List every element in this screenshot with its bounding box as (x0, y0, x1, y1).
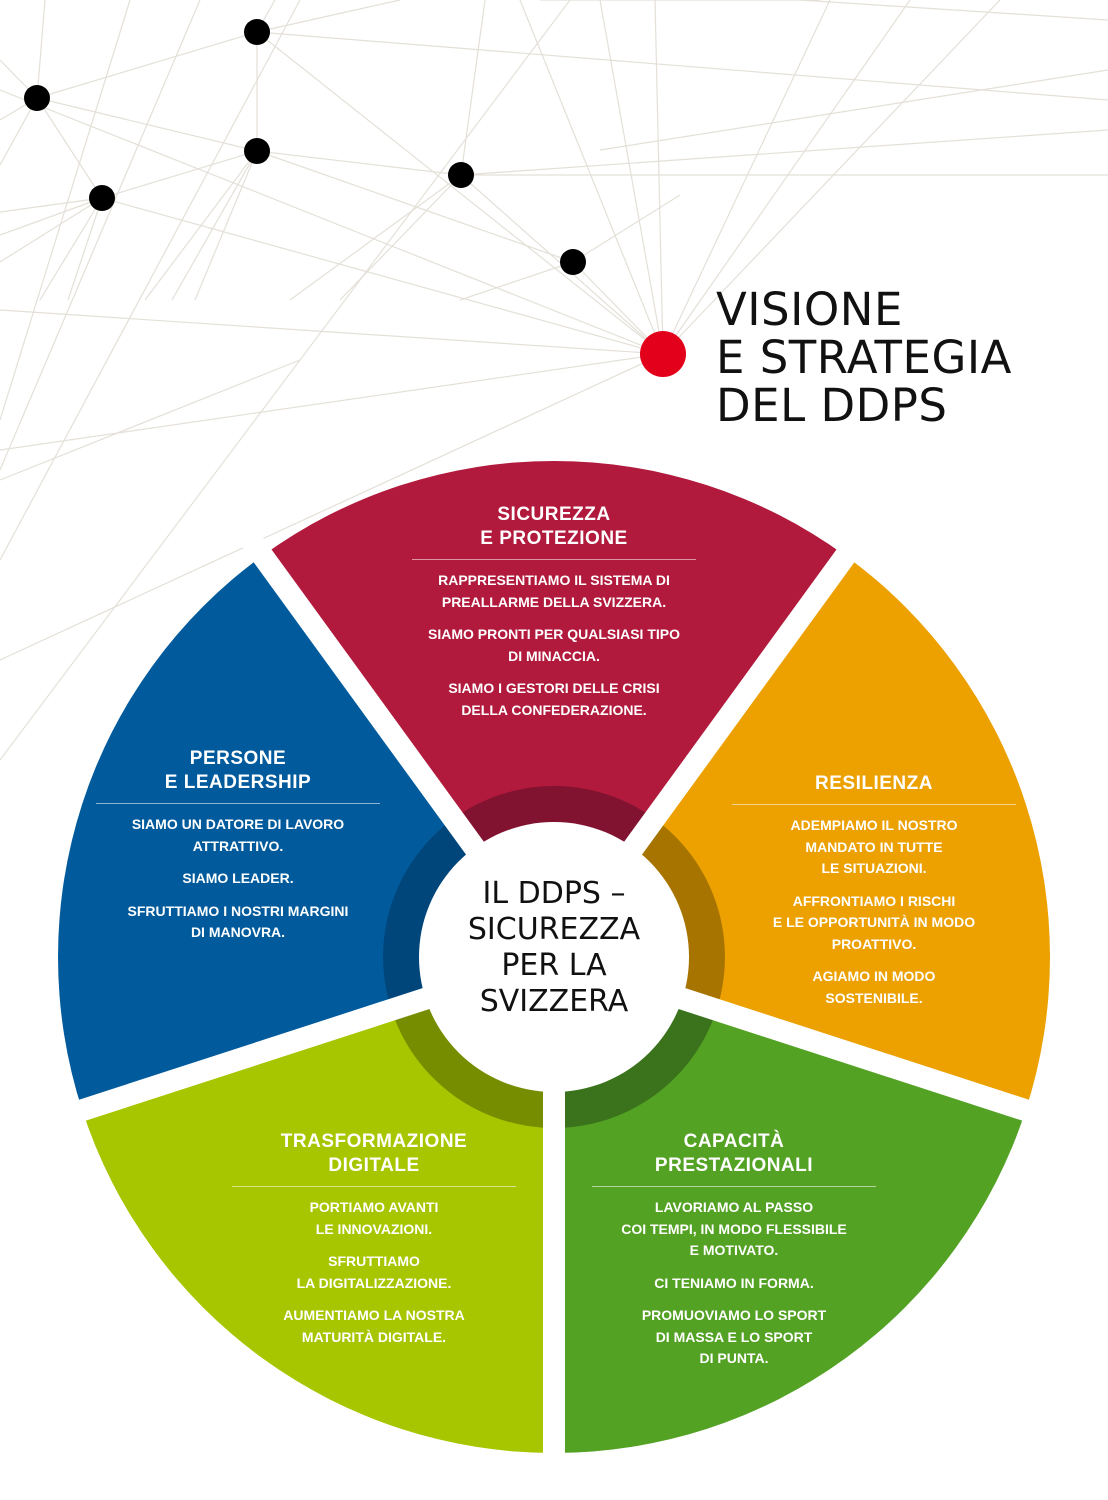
segment-statement: LAVORIAMO AL PASSO COI TEMPI, IN MODO FL… (592, 1197, 876, 1262)
node-dot (24, 85, 50, 111)
statement-line: SFRUTTIAMO (328, 1253, 420, 1269)
pie-chart (31, 461, 1077, 1500)
heading-line: PERSONE (189, 748, 287, 769)
segment-statement: SIAMO I GESTORI DELLE CRISI DELLA CONFED… (412, 678, 696, 721)
node-dot (244, 19, 270, 45)
segment-statement: SIAMO UN DATORE DI LAVORO ATTRATTIVO. (96, 814, 380, 857)
text-persone: PERSONE E LEADERSHIP SIAMO UN DATORE DI … (96, 747, 380, 955)
title-line: E STRATEGIA (716, 331, 1012, 384)
segment-statement: PROMUOVIAMO LO SPORT DI MASSA E LO SPORT… (592, 1305, 876, 1370)
heading-line: CAPACITÀ (683, 1131, 785, 1152)
node-dot (244, 138, 270, 164)
heading-line: E PROTEZIONE (480, 528, 628, 549)
segment-sicurezza (262, 461, 846, 957)
title-line: VISIONE (716, 283, 903, 336)
statement-line: AGIAMO IN MODO (812, 968, 936, 984)
segment-heading: CAPACITÀ PRESTAZIONALI (592, 1130, 876, 1178)
divider (732, 804, 1016, 805)
statement-line: PORTIAMO AVANTI (309, 1199, 439, 1215)
center-hub (419, 822, 689, 1092)
center-line: IL DDPS – (482, 876, 626, 911)
segment-statement: AGIAMO IN MODO SOSTENIBILE. (732, 966, 1016, 1009)
text-trasformazione: TRASFORMAZIONE DIGITALE PORTIAMO AVANTI … (232, 1130, 516, 1359)
heading-line: E LEADERSHIP (164, 772, 312, 793)
network-lines (0, 0, 1108, 761)
segment-statement: SFRUTTIAMO LA DIGITALIZZAZIONE. (232, 1251, 516, 1294)
text-resilienza: RESILIENZA ADEMPIAMO IL NOSTRO MANDATO I… (732, 772, 1016, 1020)
segment-statement: AFFRONTIAMO I RISCHI E LE OPPORTUNITÀ IN… (732, 891, 1016, 956)
title-line: DEL DDPS (716, 379, 948, 432)
center-label: IL DDPS – SICUREZZA PER LA SVIZZERA (419, 876, 689, 1020)
heading-line: SICUREZZA (497, 504, 611, 525)
statement-line: LE SITUAZIONI. (821, 860, 927, 876)
statement-line: SIAMO LEADER. (182, 870, 294, 886)
node-dot (89, 185, 115, 211)
statement-line: ADEMPIAMO IL NOSTRO (790, 817, 958, 833)
statement-line: PREALLARME DELLA SVIZZERA. (441, 593, 667, 610)
statement-line: DI MASSA E LO SPORT (655, 1328, 813, 1345)
text-sicurezza: SICUREZZA E PROTEZIONE RAPPRESENTIAMO IL… (412, 503, 696, 732)
page-title: VISIONE E STRATEGIA DEL DDPS (716, 286, 1012, 430)
statement-line: DI MINACCIA. (508, 647, 600, 664)
statement-line: SIAMO PRONTI PER QUALSIASI TIPO (427, 626, 681, 642)
heading-line: DIGITALE (328, 1155, 420, 1176)
statement-line: LAVORIAMO AL PASSO (654, 1199, 814, 1215)
statement-line: DI PUNTA. (699, 1350, 769, 1366)
segment-heading: PERSONE E LEADERSHIP (96, 747, 380, 795)
segment-heading: TRASFORMAZIONE DIGITALE (232, 1130, 516, 1178)
statement-line: MATURITÀ DIGITALE. (301, 1328, 447, 1345)
center-line: PER LA (501, 948, 607, 983)
statement-line: MANDATO IN TUTTE (805, 838, 943, 855)
statement-line: SIAMO UN DATORE DI LAVORO (131, 816, 345, 832)
segment-statement: PORTIAMO AVANTI LE INNOVAZIONI. (232, 1197, 516, 1240)
heading-line: PRESTAZIONALI (654, 1155, 814, 1176)
statement-line: SIAMO I GESTORI DELLE CRISI (448, 680, 660, 696)
segment-statement: RAPPRESENTIAMO IL SISTEMA DI PREALLARME … (412, 570, 696, 613)
statement-line: CI TENIAMO IN FORMA. (654, 1274, 814, 1291)
segment-statement: SIAMO LEADER. (96, 868, 380, 890)
segment-statement: CI TENIAMO IN FORMA. (592, 1273, 876, 1295)
center-line: SVIZZERA (479, 984, 629, 1019)
statement-line: LA DIGITALIZZAZIONE. (296, 1274, 452, 1291)
divider (412, 559, 696, 560)
statement-line: E MOTIVATO. (689, 1242, 779, 1258)
segment-statement: SIAMO PRONTI PER QUALSIASI TIPO DI MINAC… (412, 624, 696, 667)
heading-line: RESILIENZA (815, 773, 933, 794)
statement-line: COI TEMPI, IN MODO FLESSIBILE (621, 1220, 847, 1237)
statement-line: SOSTENIBILE. (825, 989, 923, 1006)
node-dot (448, 162, 474, 188)
center-line: SICUREZZA (467, 912, 641, 947)
segment-heading: SICUREZZA E PROTEZIONE (412, 503, 696, 551)
statement-line: PROMUOVIAMO LO SPORT (641, 1307, 827, 1323)
heading-line: TRASFORMAZIONE (280, 1131, 468, 1152)
statement-line: DELLA CONFEDERAZIONE. (461, 701, 647, 718)
segment-statement: ADEMPIAMO IL NOSTRO MANDATO IN TUTTE LE … (732, 815, 1016, 880)
text-capacita: CAPACITÀ PRESTAZIONALI LAVORIAMO AL PASS… (592, 1130, 876, 1381)
statement-line: RAPPRESENTIAMO IL SISTEMA DI (438, 572, 670, 588)
statement-line: LE INNOVAZIONI. (315, 1220, 433, 1237)
node-dot (560, 249, 586, 275)
statement-line: SFRUTTIAMO I NOSTRI MARGINI (127, 902, 349, 919)
divider (592, 1186, 876, 1187)
segment-statement: SFRUTTIAMO I NOSTRI MARGINI DI MANOVRA. (96, 901, 380, 944)
network-nodes (24, 19, 586, 275)
accent-red-dot (640, 331, 686, 377)
statement-line: AFFRONTIAMO I RISCHI (792, 892, 956, 909)
statement-line: DI MANOVRA. (190, 924, 286, 940)
segment-heading: RESILIENZA (732, 772, 1016, 796)
statement-line: E LE OPPORTUNITÀ IN MODO (772, 914, 976, 930)
divider (232, 1186, 516, 1187)
statement-line: AUMENTIAMO LA NOSTRA (283, 1307, 465, 1323)
statement-line: ATTRATTIVO. (192, 837, 284, 854)
statement-line: PROATTIVO. (831, 935, 917, 952)
segment-statement: AUMENTIAMO LA NOSTRA MATURITÀ DIGITALE. (232, 1305, 516, 1348)
divider (96, 803, 380, 804)
